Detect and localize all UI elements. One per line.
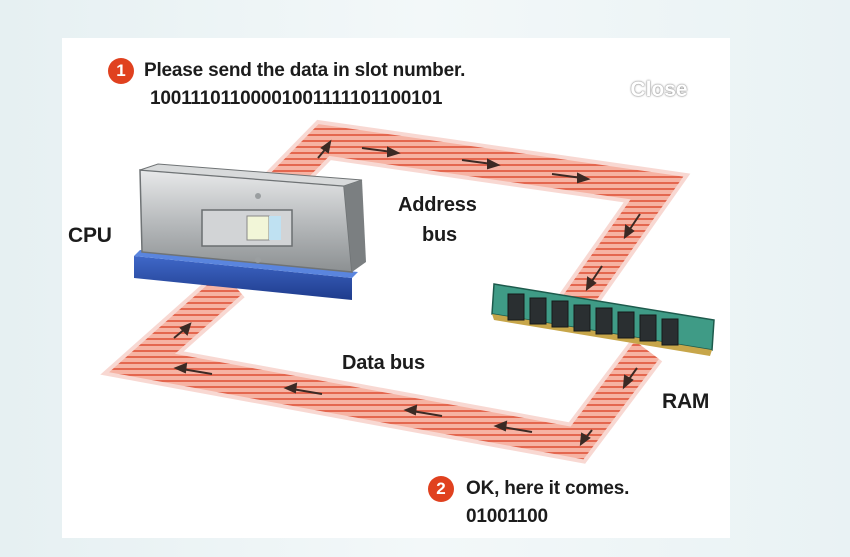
ram-module bbox=[491, 283, 715, 356]
data-bus-arrows bbox=[173, 322, 638, 447]
step-2-badge: 2 bbox=[428, 476, 454, 502]
cpu-label: CPU bbox=[68, 224, 112, 247]
address-bus-label-line2: bus bbox=[422, 224, 457, 246]
step-1-badge: 1 bbox=[108, 58, 134, 84]
ram-label: RAM bbox=[662, 390, 710, 413]
diagram-panel: 1 Please send the data in slot number. 1… bbox=[62, 38, 730, 538]
step-1-address-value: 10011101100001001111101100101 bbox=[150, 88, 443, 109]
step-2-data-value: 01001100 bbox=[466, 506, 548, 527]
address-bus-label-line1: Address bbox=[398, 194, 477, 216]
step-2-response-text: OK, here it comes. bbox=[466, 478, 630, 499]
cpu-chip bbox=[134, 163, 366, 300]
step-1-request-text: Please send the data in slot number. bbox=[144, 60, 466, 81]
data-bus-label: Data bus bbox=[342, 352, 425, 374]
close-button[interactable]: Close bbox=[630, 78, 688, 101]
bus-diagram-graphic bbox=[100, 119, 715, 464]
address-bus-arrows bbox=[317, 139, 641, 292]
